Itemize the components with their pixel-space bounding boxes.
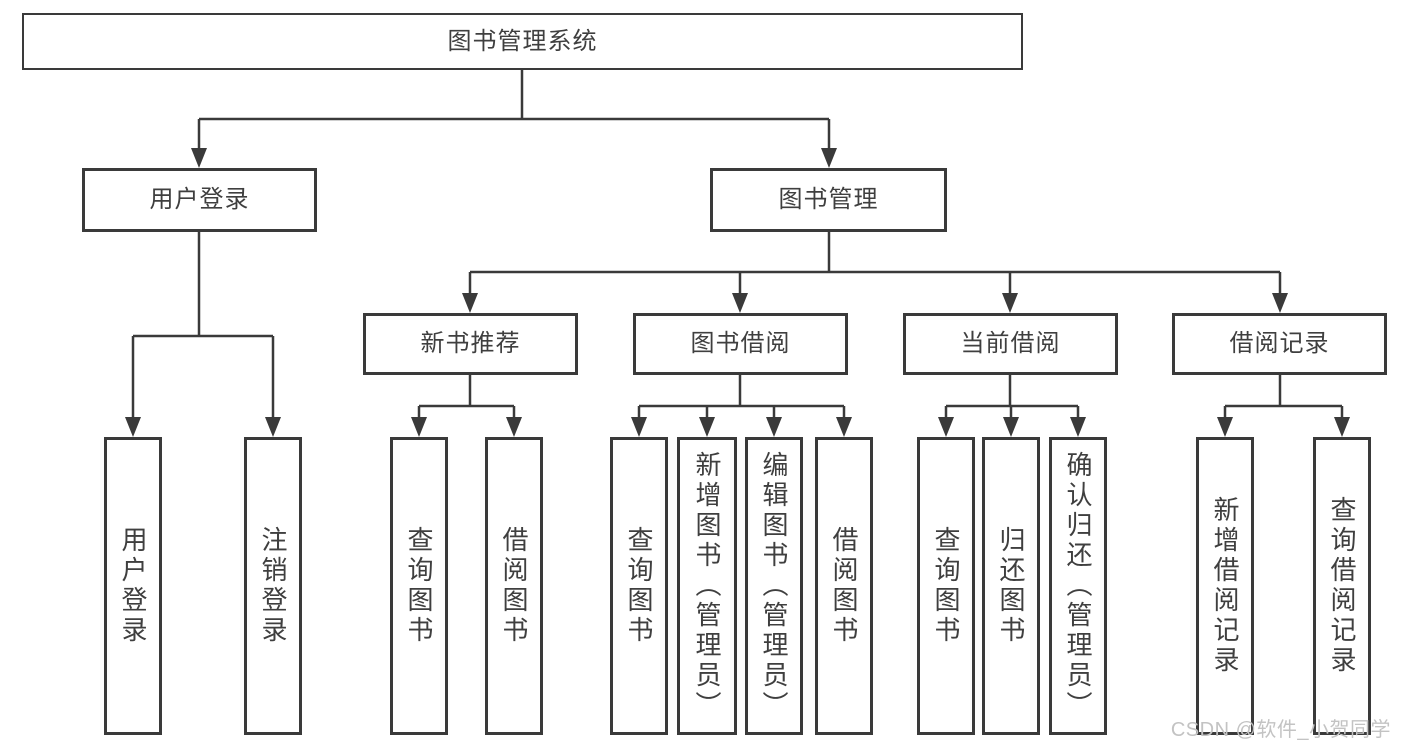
- leaf-logout: 注销登录: [244, 437, 302, 735]
- node-root-system: 图书管理系统: [22, 13, 1023, 70]
- leaf-add-book-admin: 新增图书（管理员）: [677, 437, 737, 735]
- leaf-add-borrow-record-label: 新增借阅记录: [1210, 496, 1240, 676]
- leaf-borrow-books-1-label: 借阅图书: [499, 526, 529, 646]
- leaf-edit-book-admin-label: 编辑图书（管理员）: [759, 451, 789, 721]
- node-current-borrow-label: 当前借阅: [960, 330, 1061, 357]
- leaf-user-login-label: 用户登录: [118, 526, 148, 646]
- node-book-management-label: 图书管理: [778, 186, 879, 213]
- leaf-query-books-3: 查询图书: [917, 437, 975, 735]
- node-book-management: 图书管理: [710, 168, 947, 232]
- node-user-login-label: 用户登录: [149, 186, 250, 213]
- leaf-query-books-2-label: 查询图书: [624, 526, 654, 646]
- leaf-query-books-1-label: 查询图书: [404, 526, 434, 646]
- node-current-borrow: 当前借阅: [903, 313, 1118, 375]
- node-new-book-recommend-label: 新书推荐: [420, 330, 521, 357]
- node-user-login: 用户登录: [82, 168, 317, 232]
- leaf-borrow-books-2: 借阅图书: [815, 437, 873, 735]
- node-borrow-records: 借阅记录: [1172, 313, 1387, 375]
- leaf-logout-label: 注销登录: [258, 526, 288, 646]
- leaf-add-book-admin-label: 新增图书（管理员）: [692, 451, 722, 721]
- leaf-query-borrow-record: 查询借阅记录: [1313, 437, 1371, 735]
- node-book-borrow-label: 图书借阅: [690, 330, 791, 357]
- leaf-borrow-books-1: 借阅图书: [485, 437, 543, 735]
- node-book-borrow: 图书借阅: [633, 313, 848, 375]
- leaf-user-login: 用户登录: [104, 437, 162, 735]
- node-borrow-records-label: 借阅记录: [1229, 330, 1330, 357]
- leaf-query-borrow-record-label: 查询借阅记录: [1327, 496, 1357, 676]
- leaf-query-books-1: 查询图书: [390, 437, 448, 735]
- leaf-return-book: 归还图书: [982, 437, 1040, 735]
- watermark: CSDN @软件_小贺同学: [1170, 719, 1391, 741]
- leaf-confirm-return-admin-label: 确认归还（管理员）: [1063, 451, 1093, 721]
- arrowheads: [125, 148, 1350, 437]
- leaf-borrow-books-2-label: 借阅图书: [829, 526, 859, 646]
- leaf-return-book-label: 归还图书: [996, 526, 1026, 646]
- leaf-confirm-return-admin: 确认归还（管理员）: [1049, 437, 1107, 735]
- leaf-query-books-2: 查询图书: [610, 437, 668, 735]
- leaf-edit-book-admin: 编辑图书（管理员）: [745, 437, 803, 735]
- node-root-system-label: 图书管理系统: [447, 27, 598, 55]
- leaf-query-books-3-label: 查询图书: [931, 526, 961, 646]
- node-new-book-recommend: 新书推荐: [363, 313, 578, 375]
- leaf-add-borrow-record: 新增借阅记录: [1196, 437, 1254, 735]
